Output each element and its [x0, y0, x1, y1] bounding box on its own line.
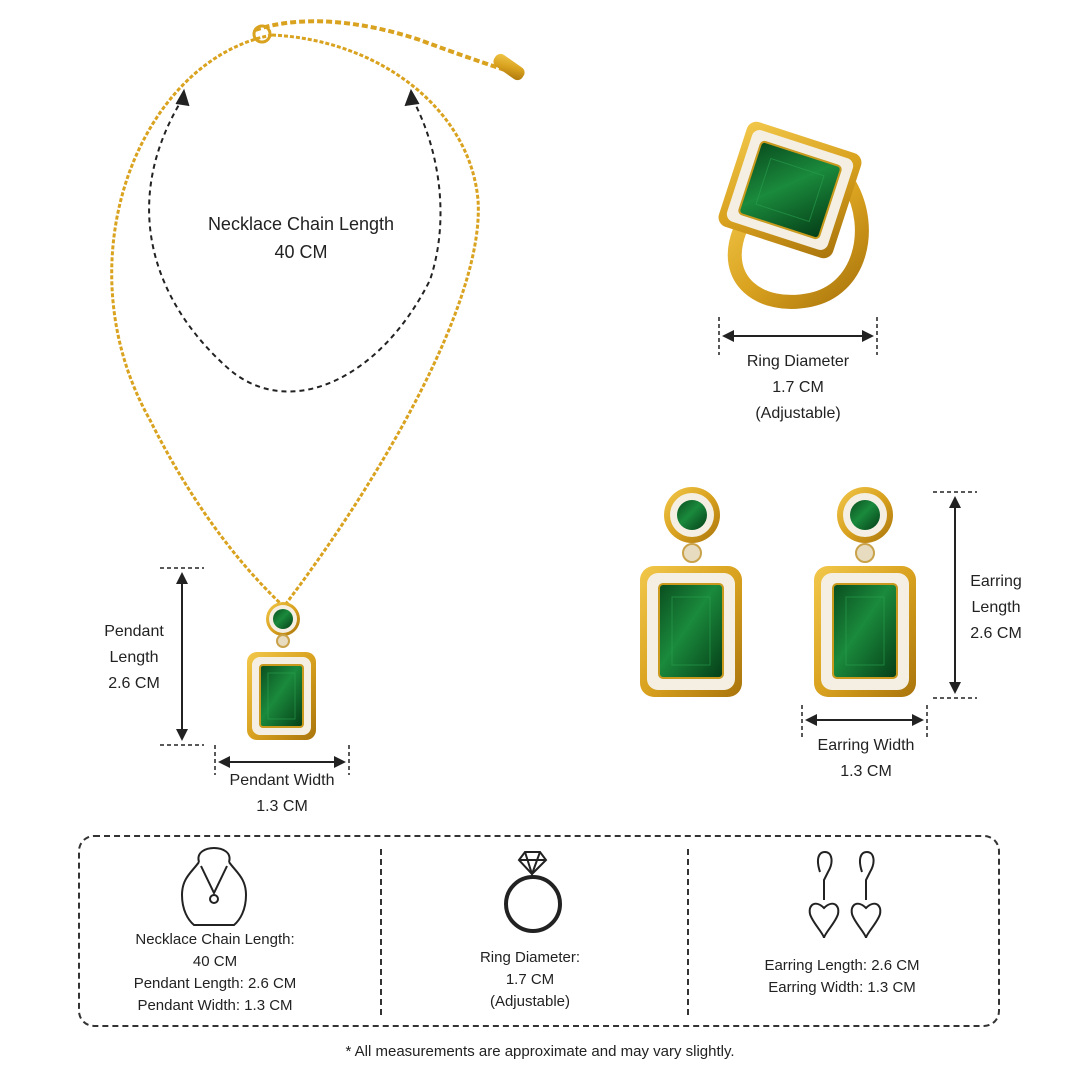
pendant-width-value: 1.3 CM	[256, 798, 308, 815]
ring-adjustable-note: (Adjustable)	[755, 405, 841, 422]
summary-box	[78, 835, 1000, 1027]
pendant-length-title-2: Length	[109, 649, 159, 666]
summary-necklace-line: 40 CM	[192, 953, 238, 970]
earring-length-title: Earring	[970, 573, 1022, 590]
chain-length-title: Necklace Chain Length	[207, 214, 395, 234]
ring-icon	[504, 851, 562, 933]
earring-right	[814, 487, 916, 697]
pendant-width-dimension	[214, 745, 350, 775]
earring-left	[640, 487, 742, 697]
summary-ring-line: 1.7 CM	[505, 971, 555, 988]
ring-diameter-dimension	[718, 317, 878, 355]
pendant-length-dimension	[160, 567, 204, 746]
earring-length-title-2: Length	[971, 599, 1021, 616]
chain-length-label: Necklace Chain Length 40 CM	[180, 210, 422, 266]
earring-length-value: 2.6 CM	[970, 625, 1022, 642]
summary-earring-line: Earring Length: 2.6 CM	[764, 957, 920, 974]
summary-necklace-line: Necklace Chain Length:	[135, 931, 295, 948]
ring	[718, 121, 869, 309]
summary-necklace-text: Necklace Chain Length: 40 CM Pendant Len…	[95, 929, 335, 1017]
summary-necklace-line: Pendant Width: 1.3 CM	[137, 997, 293, 1014]
earring-width-value: 1.3 CM	[840, 763, 892, 780]
pendant-length-label: Pendant Length 2.6 CM	[88, 619, 180, 697]
pendant-width-label: Pendant Width 1.3 CM	[212, 768, 352, 820]
chain-length-value: 40 CM	[274, 242, 328, 262]
summary-ring-line: Ring Diameter:	[479, 949, 581, 966]
summary-earring-line: Earring Width: 1.3 CM	[768, 979, 916, 996]
summary-necklace-line: Pendant Length: 2.6 CM	[133, 975, 297, 992]
earring-length-label: Earring Length 2.6 CM	[950, 569, 1042, 647]
measurement-footnote: * All measurements are approximate and m…	[345, 1043, 735, 1060]
summary-ring-line: (Adjustable)	[489, 993, 571, 1010]
summary-divider	[687, 849, 689, 1015]
pendant	[247, 602, 316, 740]
summary-ring-text: Ring Diameter: 1.7 CM (Adjustable)	[440, 947, 620, 1013]
earring-width-label: Earring Width 1.3 CM	[796, 733, 936, 785]
chain-length-arc	[148, 88, 442, 393]
pendant-length-title: Pendant	[104, 623, 164, 640]
earring-width-dimension	[801, 705, 928, 737]
earrings-icon	[808, 850, 882, 939]
pendant-length-value: 2.6 CM	[108, 675, 160, 692]
summary-earring-text: Earring Length: 2.6 CM Earring Width: 1.…	[732, 955, 952, 999]
ring-diameter-value: 1.7 CM	[772, 379, 824, 396]
earring-width-title: Earring Width	[817, 737, 915, 754]
necklace-chain	[110, 19, 525, 607]
pendant-width-title: Pendant Width	[229, 772, 335, 789]
ring-diameter-label: Ring Diameter 1.7 CM (Adjustable)	[728, 349, 868, 427]
ring-diameter-title: Ring Diameter	[746, 353, 850, 370]
earring-length-dimension	[933, 491, 977, 699]
necklace-bust-icon	[180, 846, 248, 926]
summary-divider	[380, 849, 382, 1015]
